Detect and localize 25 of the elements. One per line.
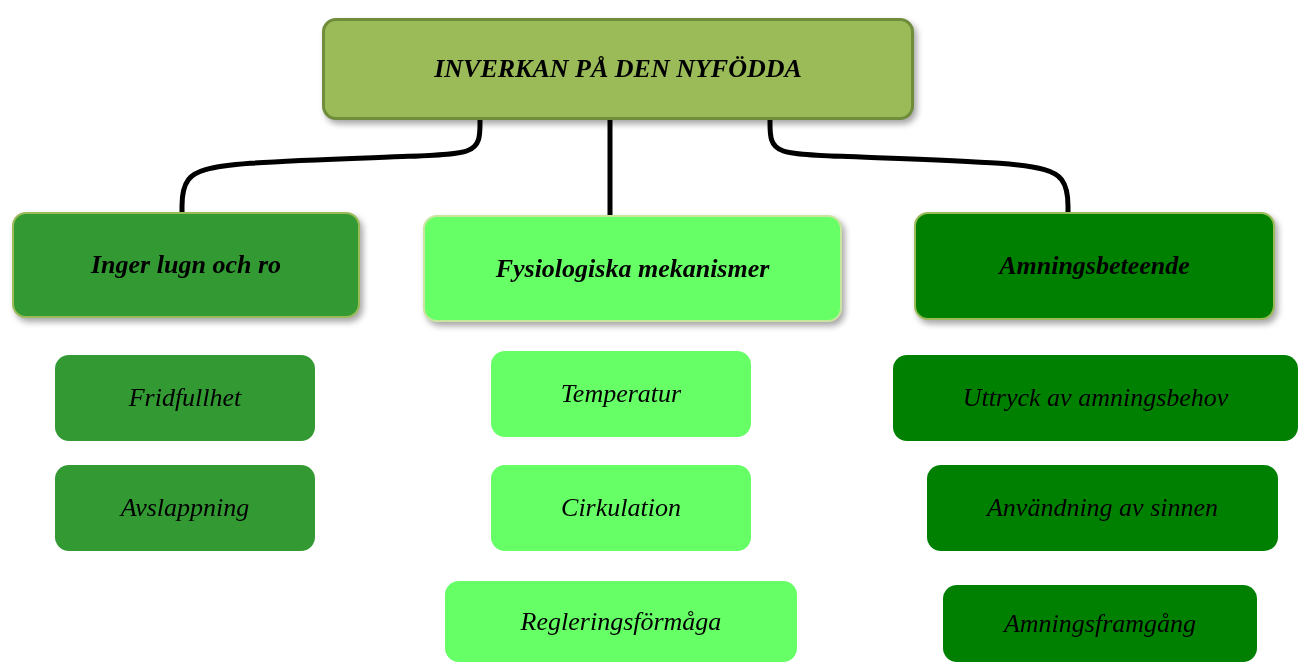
box-label: Avslappning	[118, 493, 251, 523]
box-label: INVERKAN PÅ DEN NYFÖDDA	[433, 54, 803, 84]
category-box	[943, 585, 1257, 662]
category-box	[491, 465, 751, 551]
box-label: Fysiologiska mekanismer	[494, 253, 771, 284]
category-box	[914, 212, 1275, 320]
box-label: Amningsframgång	[1001, 608, 1198, 639]
category-box	[893, 355, 1298, 441]
box-label: Regleringsförmåga	[519, 606, 723, 637]
box-label: Cirkulation	[560, 493, 682, 523]
box-label: Uttryck av amningsbehov	[961, 383, 1230, 413]
category-box	[445, 581, 797, 662]
box-label: Inger lugn och ro	[89, 250, 282, 280]
category-box	[55, 355, 315, 441]
category-box	[423, 215, 842, 322]
category-box	[12, 212, 360, 318]
box-label: Temperatur	[559, 379, 683, 409]
box-label: Amningsbeteende	[997, 251, 1191, 281]
category-box	[491, 351, 751, 437]
title-box	[322, 18, 914, 120]
connector-line	[607, 120, 613, 215]
category-box	[927, 465, 1278, 551]
box-label: Fridfullhet	[127, 383, 243, 413]
box-label: Användning av sinnen	[984, 493, 1220, 523]
category-box	[55, 465, 315, 551]
